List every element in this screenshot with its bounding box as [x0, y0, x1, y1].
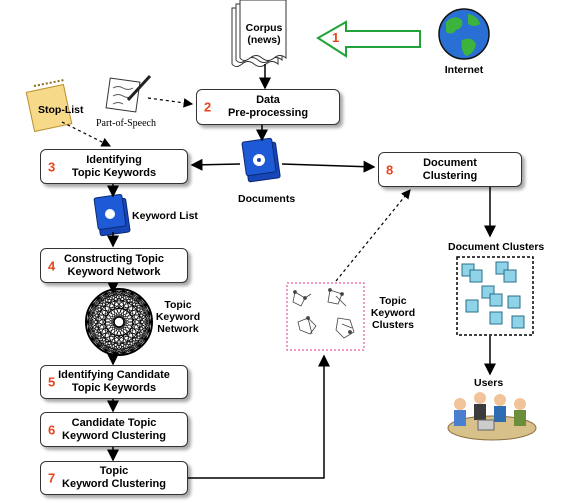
stop-list-label: Stop-List	[38, 104, 84, 116]
internet-arrow-icon	[316, 20, 421, 58]
users-group-icon	[447, 392, 537, 441]
internet-label: Internet	[444, 64, 484, 76]
step-label: Identifying Candidate Topic Keywords	[58, 369, 170, 394]
step-1-number: 1	[332, 30, 340, 45]
step-identifying-topic-keywords: 3 Identifying Topic Keywords	[40, 149, 188, 184]
topic-keyword-network-label: Topic Keyword Network	[155, 299, 201, 335]
users-label: Users	[474, 377, 504, 389]
step-label: Topic Keyword Clustering	[62, 465, 166, 490]
topic-keyword-clusters-box	[286, 282, 365, 351]
step-number: 7	[48, 470, 56, 486]
step-data-preprocessing: 2 Data Pre-processing	[196, 89, 340, 125]
step-document-clustering: 8 Document Clustering	[378, 152, 522, 187]
corpus-label: Corpus (news)	[245, 22, 283, 46]
part-of-speech-label: Part-of-Speech	[96, 118, 156, 129]
keyword-list-label: Keyword List	[132, 210, 198, 222]
keyword-list-disk-icon	[93, 193, 131, 237]
flow-arrows	[107, 64, 496, 479]
dashed-arrows	[61, 97, 411, 282]
step-number: 6	[48, 422, 56, 437]
step-candidate-keyword-clustering: 6 Candidate Topic Keyword Clustering	[40, 412, 188, 447]
stop-list-notepad-icon	[25, 79, 73, 133]
step-number: 4	[48, 258, 56, 273]
part-of-speech-paper-icon	[105, 74, 152, 113]
step-label: Constructing Topic Keyword Network	[63, 252, 164, 278]
corpus-documents-icon	[231, 0, 287, 67]
step-number: 2	[204, 99, 212, 115]
step-number: 8	[386, 162, 394, 177]
topic-keyword-network-icon	[85, 288, 153, 356]
step-label: Identifying Topic Keywords	[71, 153, 157, 179]
step-number: 5	[48, 374, 56, 390]
documents-label: Documents	[238, 193, 296, 205]
step-identifying-candidate-keywords: 5 Identifying Candidate Topic Keywords	[40, 365, 188, 399]
documents-disk-icon	[241, 137, 281, 183]
step-label: Candidate Topic Keyword Clustering	[62, 416, 166, 442]
step-number: 3	[48, 159, 56, 174]
step-label: Data Pre-processing	[227, 94, 309, 119]
step-topic-keyword-clustering: 7 Topic Keyword Clustering	[40, 461, 188, 495]
topic-keyword-clusters-label: Topic Keyword Clusters	[370, 295, 416, 331]
document-clusters-label: Document Clusters	[448, 241, 545, 253]
document-clusters-icon	[461, 261, 525, 329]
topic-clusters-graph-icon	[292, 288, 355, 339]
internet-globe-icon	[438, 8, 490, 60]
step-label: Document Clustering	[422, 156, 478, 182]
step-constructing-keyword-network: 4 Constructing Topic Keyword Network	[40, 248, 188, 283]
